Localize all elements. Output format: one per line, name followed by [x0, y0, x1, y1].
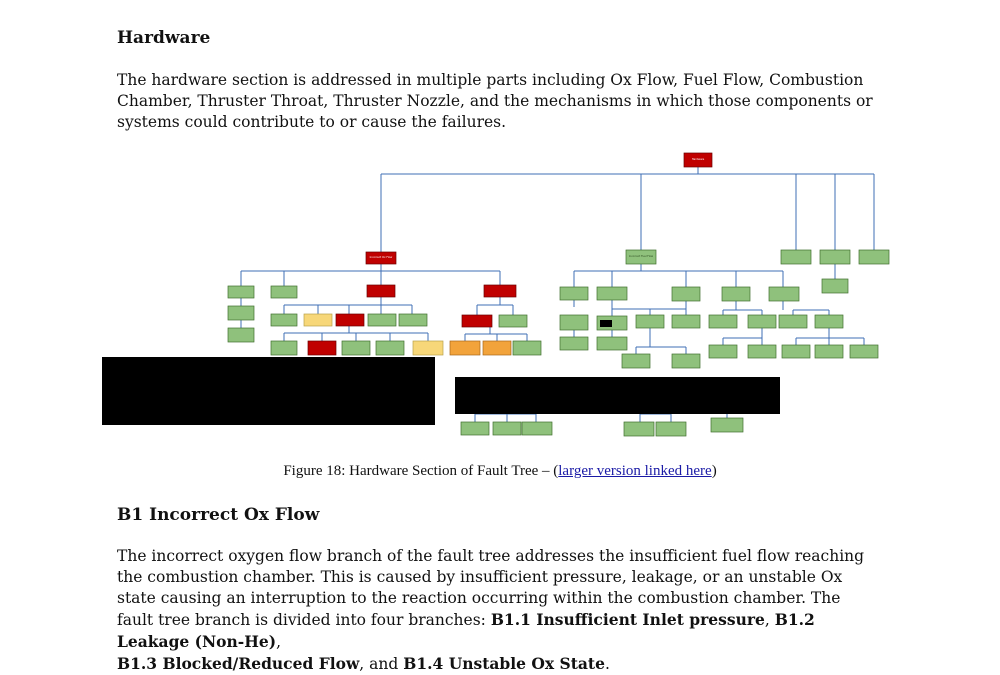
tree-node — [814, 344, 844, 359]
figure-caption: Figure 18: Hardware Section of Fault Tre… — [0, 463, 1000, 480]
tree-node — [747, 314, 777, 329]
tree-node — [492, 421, 522, 436]
tree-node — [270, 285, 298, 299]
end-period: . — [604, 655, 610, 673]
tree-node — [710, 417, 744, 433]
tree-node — [482, 340, 512, 356]
redaction-block-left — [102, 357, 435, 425]
tree-node — [449, 340, 481, 356]
tree-node — [596, 286, 628, 301]
tree-node — [335, 313, 365, 327]
svg-text:Incorrect Fuel Flow: Incorrect Fuel Flow — [629, 254, 654, 258]
tree-node — [375, 340, 405, 356]
tree-connectors — [240, 167, 875, 422]
b1-intro-text: The incorrect oxygen flow branch of the … — [117, 547, 865, 629]
tree-node-b1 — [365, 251, 397, 265]
tree-node — [721, 286, 751, 302]
svg-text:Incorrect Ox Flow: Incorrect Ox Flow — [370, 255, 394, 259]
branch-b1-4: B1.4 Unstable Ox State — [403, 654, 605, 673]
branch-b1-1: B1.1 Insufficient Inlet pressure — [490, 610, 765, 629]
tree-node — [621, 353, 651, 369]
tree-node — [596, 336, 628, 351]
tree-node — [227, 305, 255, 321]
separator: , — [276, 633, 282, 651]
section-heading-hardware: Hardware — [117, 28, 211, 48]
tree-node — [671, 286, 701, 302]
tree-node — [398, 313, 428, 327]
tree-node — [521, 421, 553, 436]
tree-node — [671, 353, 701, 369]
tree-node — [270, 340, 298, 356]
tree-node — [460, 421, 490, 436]
tree-node — [559, 286, 589, 301]
tree-node — [708, 314, 738, 329]
tree-node — [227, 327, 255, 343]
redaction-block-right — [455, 377, 780, 414]
tree-nodes: Hardware Incorrect Ox Flow Incorrect Fue… — [227, 152, 890, 437]
tree-node-b2 — [625, 249, 657, 265]
tree-node — [768, 286, 800, 302]
branch-b1-3: B1.3 Blocked/Reduced Flow — [117, 654, 360, 673]
b1-paragraph: The incorrect oxygen flow branch of the … — [117, 546, 877, 675]
svg-text:Hardware: Hardware — [692, 157, 705, 161]
tree-node — [671, 314, 701, 329]
tree-node — [367, 313, 397, 327]
tree-node — [814, 314, 844, 329]
fault-tree-diagram: Hardware Incorrect Ox Flow Incorrect Fue… — [227, 152, 890, 437]
tree-node — [366, 284, 396, 298]
tree-node — [512, 340, 542, 356]
larger-version-link[interactable]: larger version linked here — [558, 463, 712, 479]
tree-node — [227, 285, 255, 299]
tree-node — [849, 344, 879, 359]
tree-node — [821, 278, 849, 294]
tree-node-b4 — [819, 249, 851, 265]
tree-node — [498, 314, 528, 328]
tree-node-b5 — [858, 249, 890, 265]
tree-node — [483, 284, 517, 298]
tree-node — [412, 340, 444, 356]
branch-b1-2: B1.2 Leakage (Non-He) — [117, 610, 815, 651]
section-heading-b1: B1 Incorrect Ox Flow — [117, 505, 320, 525]
separator: , and — [359, 655, 404, 673]
tree-node — [559, 336, 589, 351]
tree-node — [341, 340, 371, 356]
tree-node-root — [683, 152, 713, 168]
tree-node — [270, 313, 298, 327]
tree-node-b3 — [780, 249, 812, 265]
tree-node — [635, 314, 665, 329]
hardware-paragraph: The hardware section is addressed in mul… — [117, 71, 873, 131]
caption-close: ) — [711, 463, 717, 479]
tree-node — [708, 344, 738, 359]
caption-text: Figure 18: Hardware Section of Fault Tre… — [283, 463, 559, 479]
tree-node — [559, 314, 589, 331]
separator: , — [764, 611, 775, 629]
tree-node — [461, 314, 493, 328]
tree-node-redacted — [600, 320, 612, 327]
tree-node — [778, 314, 808, 329]
tree-node — [781, 344, 811, 359]
tree-node — [623, 421, 655, 437]
tree-node — [747, 344, 777, 359]
tree-node — [307, 340, 337, 356]
tree-node — [655, 421, 687, 437]
tree-node — [303, 313, 333, 327]
